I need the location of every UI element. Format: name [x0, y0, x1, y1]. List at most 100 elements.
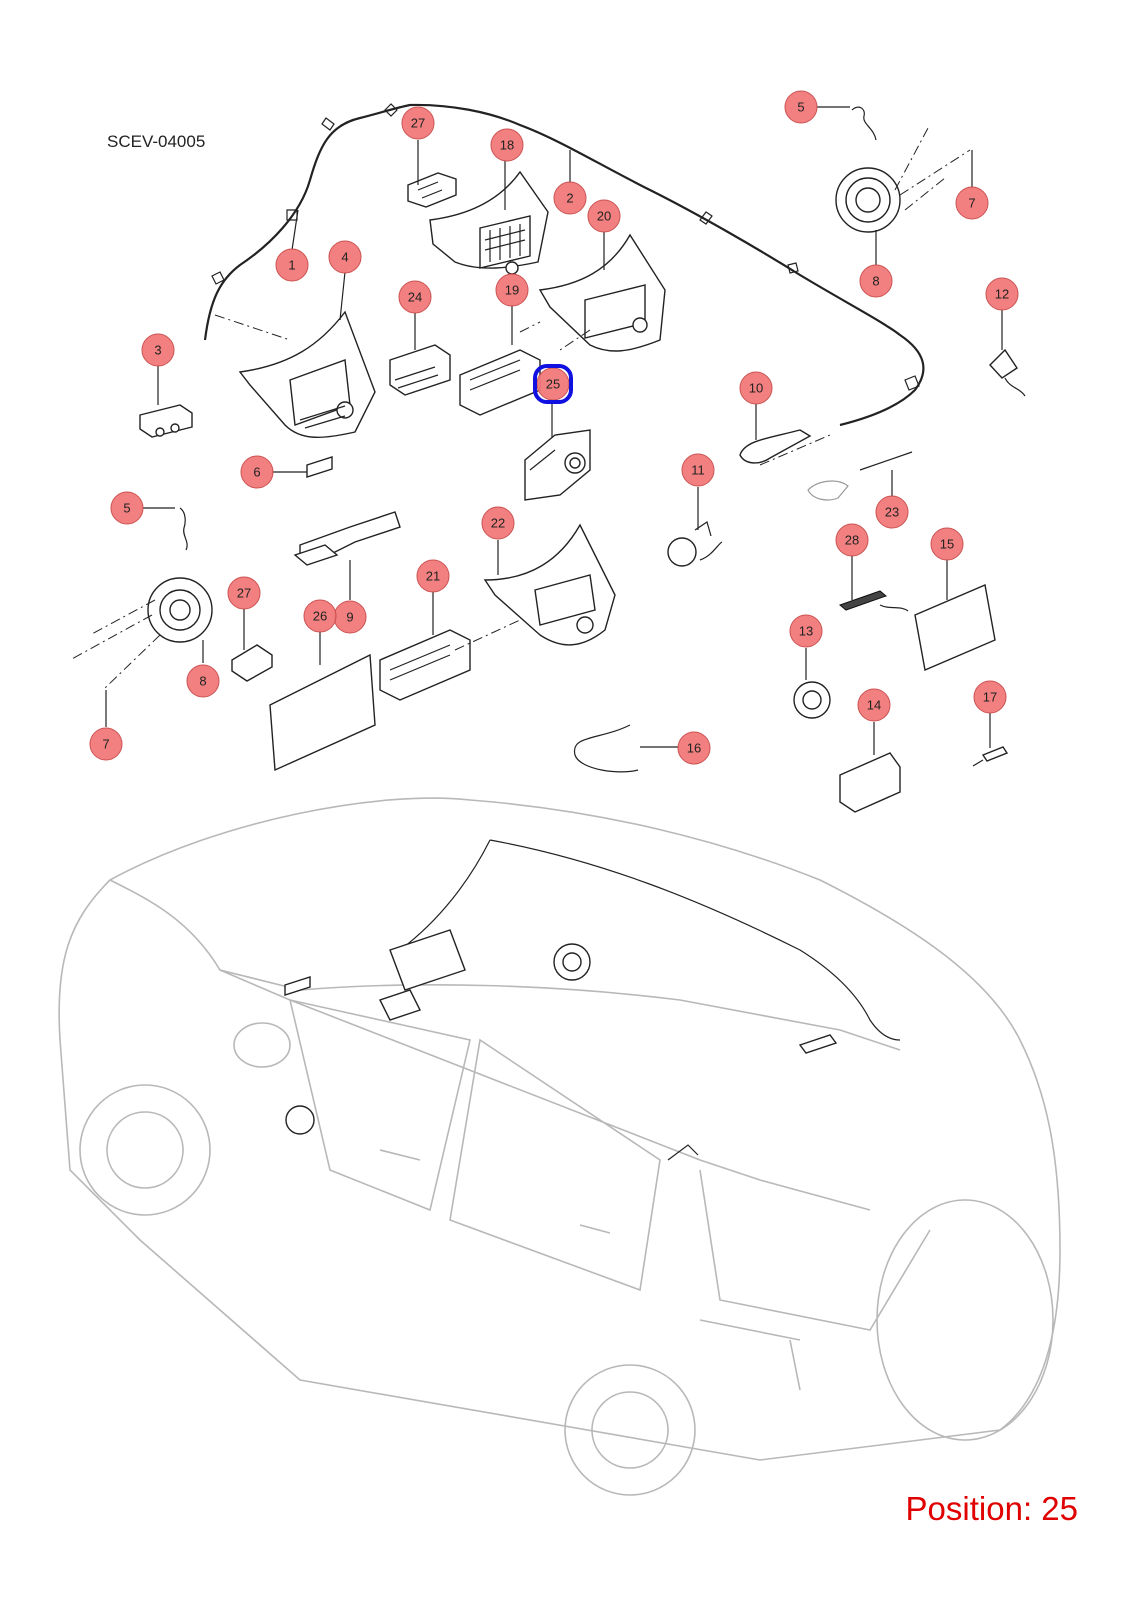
callout-number: 23: [885, 505, 899, 520]
module-24-part: [389, 344, 451, 396]
callout-bubble: [398, 280, 432, 314]
callout-27[interactable]: 27: [401, 106, 435, 140]
speaker-8-left-part: [69, 507, 213, 689]
screen-26-part: [269, 653, 376, 772]
connector-12-part: [989, 348, 1026, 397]
module-25-part: [524, 429, 591, 501]
screen-15-part: [914, 584, 996, 671]
callout-number: 15: [940, 537, 954, 552]
callout-bubble: [495, 273, 529, 307]
callout-number: 19: [505, 283, 519, 298]
callout-bubble: [587, 199, 621, 233]
callout-number: 20: [597, 209, 611, 224]
callout-number: 11: [691, 463, 705, 478]
vehicle-installed-parts: [284, 839, 901, 1161]
callout-bubble: [186, 664, 220, 698]
callout-16[interactable]: 16: [677, 731, 711, 765]
callout-24[interactable]: 24: [398, 280, 432, 314]
module-28-part: [839, 590, 909, 612]
callout-13[interactable]: 13: [789, 614, 823, 648]
callout-20[interactable]: 20: [587, 199, 621, 233]
callout-bubble: [677, 731, 711, 765]
callout-bubble: [275, 248, 309, 282]
callout-5[interactable]: 5: [110, 491, 144, 525]
callout-bubble: [401, 106, 435, 140]
callout-bubble: [681, 453, 715, 487]
callout-bubble: [955, 186, 989, 220]
callout-number: 24: [408, 290, 422, 305]
callout-bubble: [328, 240, 362, 274]
callout-3[interactable]: 3: [141, 333, 175, 367]
callout-bubble: [985, 277, 1019, 311]
callout-number: 6: [253, 465, 260, 480]
head-unit-part: [429, 170, 549, 275]
callout-number: 8: [872, 274, 879, 289]
callout-number: 28: [845, 533, 859, 548]
callout-19[interactable]: 19: [495, 273, 529, 307]
callout-number: 10: [749, 381, 763, 396]
tweeter-11-part: [667, 521, 723, 567]
callout-7[interactable]: 7: [955, 186, 989, 220]
callout-bubble: [89, 727, 123, 761]
callout-number: 18: [500, 138, 514, 153]
callout-number: 14: [867, 698, 881, 713]
callout-25[interactable]: 25: [533, 364, 573, 404]
callout-21[interactable]: 21: [416, 559, 450, 593]
callout-bubble: [784, 90, 818, 124]
callout-bubble: [857, 688, 891, 722]
position-label: Position: 25: [905, 1490, 1078, 1527]
callout-number: 26: [313, 609, 327, 624]
callout-number: 27: [411, 116, 425, 131]
callout-bubble: [303, 599, 337, 633]
module-9-part: [293, 511, 401, 566]
callout-14[interactable]: 14: [857, 688, 891, 722]
callout-8[interactable]: 8: [859, 264, 893, 298]
display-unit-part: [538, 233, 666, 352]
callout-5[interactable]: 5: [784, 90, 818, 124]
callout-10[interactable]: 10: [739, 371, 773, 405]
callout-number: 27: [237, 586, 251, 601]
callout-4[interactable]: 4: [328, 240, 362, 274]
callout-number: 2: [566, 191, 573, 206]
callout-bubble: [110, 491, 144, 525]
callout-number: 21: [426, 569, 440, 584]
callout-7[interactable]: 7: [89, 727, 123, 761]
callout-number: 22: [491, 516, 505, 531]
callout-leaders: [105, 106, 1003, 755]
callout-bubble: [739, 371, 773, 405]
callout-27[interactable]: 27: [227, 576, 261, 610]
callout-12[interactable]: 12: [985, 277, 1019, 311]
callout-bubble: [553, 181, 587, 215]
callout-bubble: [240, 455, 274, 489]
callout-6[interactable]: 6: [240, 455, 274, 489]
radio-face-22-part: [483, 523, 616, 646]
callout-number: 3: [154, 343, 161, 358]
callout-17[interactable]: 17: [973, 680, 1007, 714]
bracket-27-lower-part: [231, 644, 273, 682]
callout-23[interactable]: 23: [875, 495, 909, 529]
callout-1[interactable]: 1: [275, 248, 309, 282]
callout-22[interactable]: 22: [481, 506, 515, 540]
selection-ring: [533, 364, 573, 404]
bracket-part: [407, 172, 457, 208]
tweeter-13-part: [793, 681, 831, 719]
callout-bubble: [930, 527, 964, 561]
callout-28[interactable]: 28: [835, 523, 869, 557]
callout-number: 12: [995, 287, 1009, 302]
radio-chassis-21-part: [379, 619, 521, 701]
callout-2[interactable]: 2: [553, 181, 587, 215]
callout-11[interactable]: 11: [681, 453, 715, 487]
callout-bubble: [789, 614, 823, 648]
callout-26[interactable]: 26: [303, 599, 337, 633]
callout-8[interactable]: 8: [186, 664, 220, 698]
callout-15[interactable]: 15: [930, 527, 964, 561]
callout-9[interactable]: 9: [333, 600, 367, 634]
callout-number: 5: [797, 100, 804, 115]
callout-number: 4: [341, 250, 348, 265]
callout-18[interactable]: 18: [490, 128, 524, 162]
plug-17-part: [972, 746, 1009, 767]
callout-number: 5: [123, 501, 130, 516]
callout-number: 13: [799, 624, 813, 639]
cable-16-part: [573, 724, 639, 773]
